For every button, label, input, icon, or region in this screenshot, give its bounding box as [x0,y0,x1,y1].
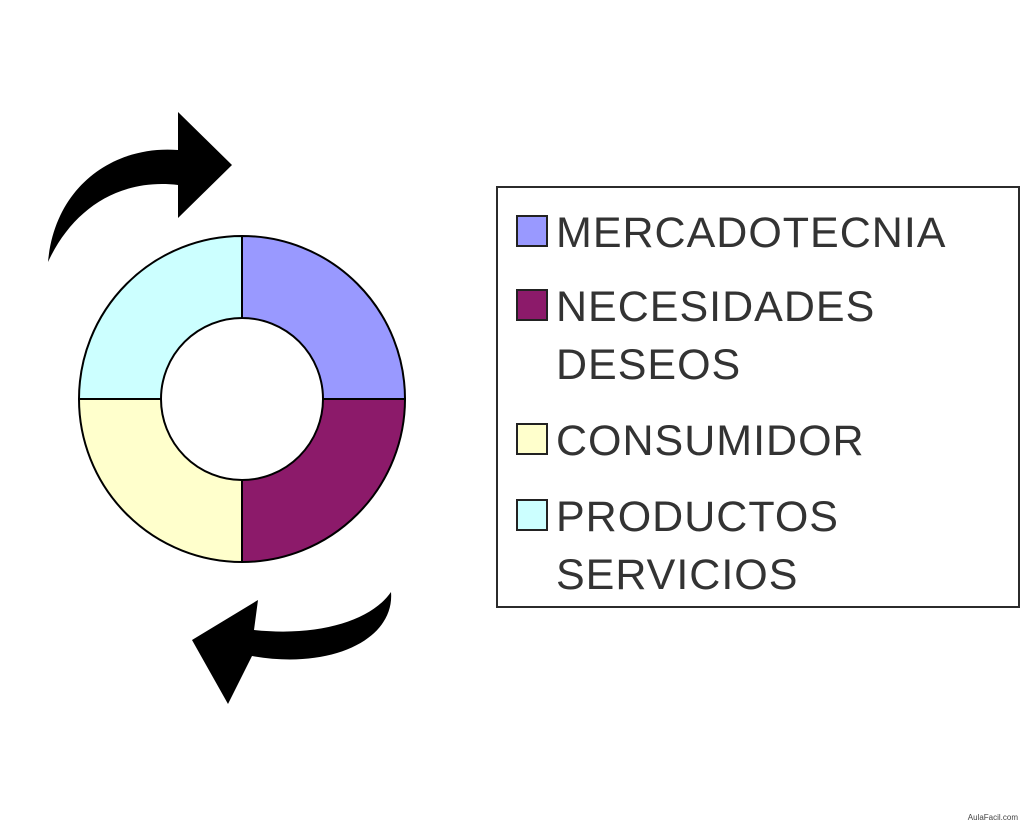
legend-item-mercadotecnia: MERCADOTECNIA [516,204,946,262]
legend-label: NECESIDADES DESEOS [556,283,876,389]
cycle-arrows [48,112,392,704]
donut-slice [241,398,407,564]
donut-slice [241,234,407,400]
legend-swatch [516,289,548,321]
curved-arrow-bottom-icon [192,592,392,704]
chart-legend: MERCADOTECNIA NECESIDADES DESEOS CONSUMI… [496,186,1020,608]
legend-item-necesidades-deseos: NECESIDADES DESEOS [516,278,875,394]
legend-item-consumidor: CONSUMIDOR [516,412,865,470]
legend-item-productos-servicios: PRODUCTOS SERVICIOS [516,488,839,604]
legend-swatch [516,423,548,455]
legend-label: MERCADOTECNIA [556,209,947,257]
legend-label: PRODUCTOS SERVICIOS [556,493,839,599]
donut-slices [77,234,407,564]
legend-swatch [516,499,548,531]
watermark: AulaFacil.com [967,813,1018,822]
legend-label: CONSUMIDOR [556,417,865,465]
curved-arrow-top-icon [48,112,232,262]
donut-slice [77,398,243,564]
donut-slice [77,234,243,400]
legend-swatch [516,215,548,247]
